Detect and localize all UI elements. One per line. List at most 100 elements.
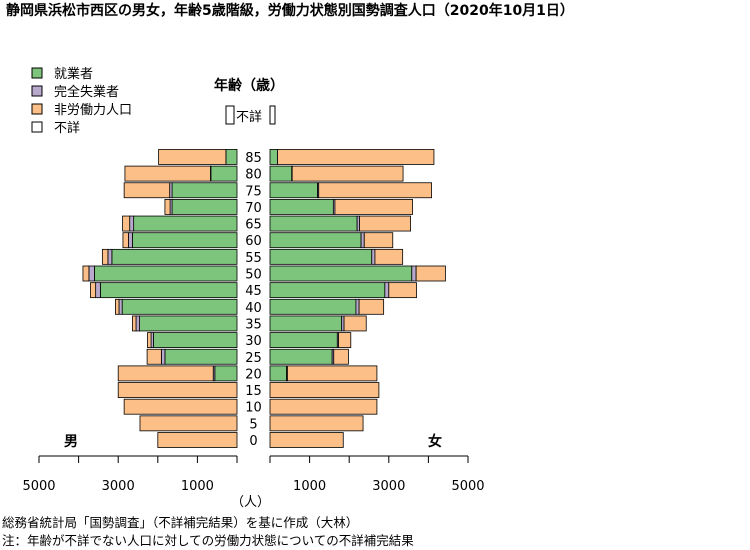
age-label: 55 [245,251,262,266]
male-not-in-labour-bar [132,315,137,332]
age-label: 40 [245,301,262,316]
age-label: 0 [249,434,257,449]
female-not-in-labour-bar [374,248,404,265]
female-employed-bar [269,365,288,382]
female-not-in-labour-bar [277,149,435,165]
age-label: 20 [245,367,262,382]
age-label: 75 [245,184,262,199]
male-not-in-labour-bar [157,432,238,448]
age-label: 10 [245,401,262,416]
male-unemployed-bar [129,215,135,232]
male-not-in-labour-bar [123,182,171,199]
age-label: 45 [245,284,262,299]
female-unemployed-bar [360,232,365,249]
male-not-in-labour-bar [122,232,129,249]
legend-swatch [31,121,43,133]
female-unemployed-bar [384,282,390,299]
male-unemployed-bar [160,348,166,365]
male-tick-label: 3000 [102,479,135,494]
male-not-in-labour-bar [147,332,152,349]
female-not-in-labour-bar [359,215,411,232]
female-tick-label: 3000 [372,479,405,494]
female-not-in-labour-bar [287,365,378,382]
female-employed-bar [269,315,343,332]
female-not-in-labour-bar [333,348,349,365]
female-not-in-labour-bar [415,265,446,282]
female-employed-bar [269,149,278,165]
male-employed-bar [164,348,238,365]
footnote: 注：年齢が不詳でない人口に対しての労働力状態についての不詳補完結果 [2,533,414,548]
female-not-in-labour-bar [269,432,344,448]
unit-label: （人） [231,495,270,510]
male-not-in-labour-bar [124,165,211,182]
female-employed-bar [269,265,413,282]
age-label: 80 [245,168,262,183]
male-not-in-labour-bar [101,248,109,265]
male-employed-bar [153,332,238,349]
female-employed-bar [269,232,362,249]
female-unemployed-bar [411,265,417,282]
male-unemployed-bar [107,248,113,265]
female-not-in-labour-bar [269,415,364,432]
legend-swatch [31,67,43,79]
age-label: 5 [249,417,257,432]
age-label: 50 [245,268,262,283]
age-label: 15 [245,384,262,399]
female-not-in-labour-bar [291,165,404,182]
female-employed-bar [269,215,358,232]
male-not-in-labour-bar [122,215,131,232]
legend-swatch [31,103,43,115]
male-employed-bar [214,365,238,382]
female-tick-label: 1000 [293,479,326,494]
male-label: 男 [64,434,78,450]
age-label: 30 [245,334,262,349]
male-employed-bar [171,198,238,215]
female-employed-bar [269,298,357,315]
male-not-in-labour-bar [117,382,238,398]
female-employed-bar [269,282,386,299]
age-label: 65 [245,218,262,233]
age-label: 35 [245,317,262,332]
male-not-in-labour-bar [158,149,227,165]
female-not-in-labour-bar [318,182,432,199]
legend-label: 就業者 [54,66,93,82]
chart-title: 静岡県浜松市西区の男女，年齢5歳階級，労働力状態別国勢調査人口（2020年10月… [6,2,574,19]
unknown-age-male-bar [225,105,235,125]
male-not-in-labour-bar [90,282,97,299]
unknown-age-female-bar [269,105,276,125]
female-not-in-labour-bar [363,232,394,249]
female-not-in-labour-bar [338,332,352,349]
male-employed-bar [99,282,238,299]
male-unemployed-bar [88,265,95,282]
legend-label: 非労働力人口 [54,103,132,118]
source-note: 総務省統計局「国勢調査」（不詳補完結果）を基に作成（大林） [2,515,358,530]
male-not-in-labour-bar [146,348,162,365]
legend-label: 不詳 [54,120,80,136]
male-not-in-labour-bar [117,365,214,382]
age-label: 70 [245,201,262,216]
female-unemployed-bar [371,248,376,265]
female-not-in-labour-bar [388,282,417,299]
age-label: 60 [245,234,262,249]
male-employed-bar [171,182,238,199]
female-employed-bar [269,348,333,365]
female-employed-bar [269,165,293,182]
female-tick-label: 5000 [451,479,484,494]
male-employed-bar [111,248,238,265]
male-not-in-labour-bar [82,265,90,282]
male-employed-bar [133,215,238,232]
male-not-in-labour-bar [139,415,238,432]
male-employed-bar [132,232,238,249]
female-label: 女 [428,433,442,450]
age-axis-title: 年齢（歳） [214,77,284,94]
male-not-in-labour-bar [115,298,120,315]
age-label: 25 [245,351,262,366]
female-unemployed-bar [355,298,360,315]
female-not-in-labour-bar [269,398,378,415]
male-employed-bar [225,149,238,165]
male-employed-bar [94,265,238,282]
female-not-in-labour-bar [358,298,385,315]
